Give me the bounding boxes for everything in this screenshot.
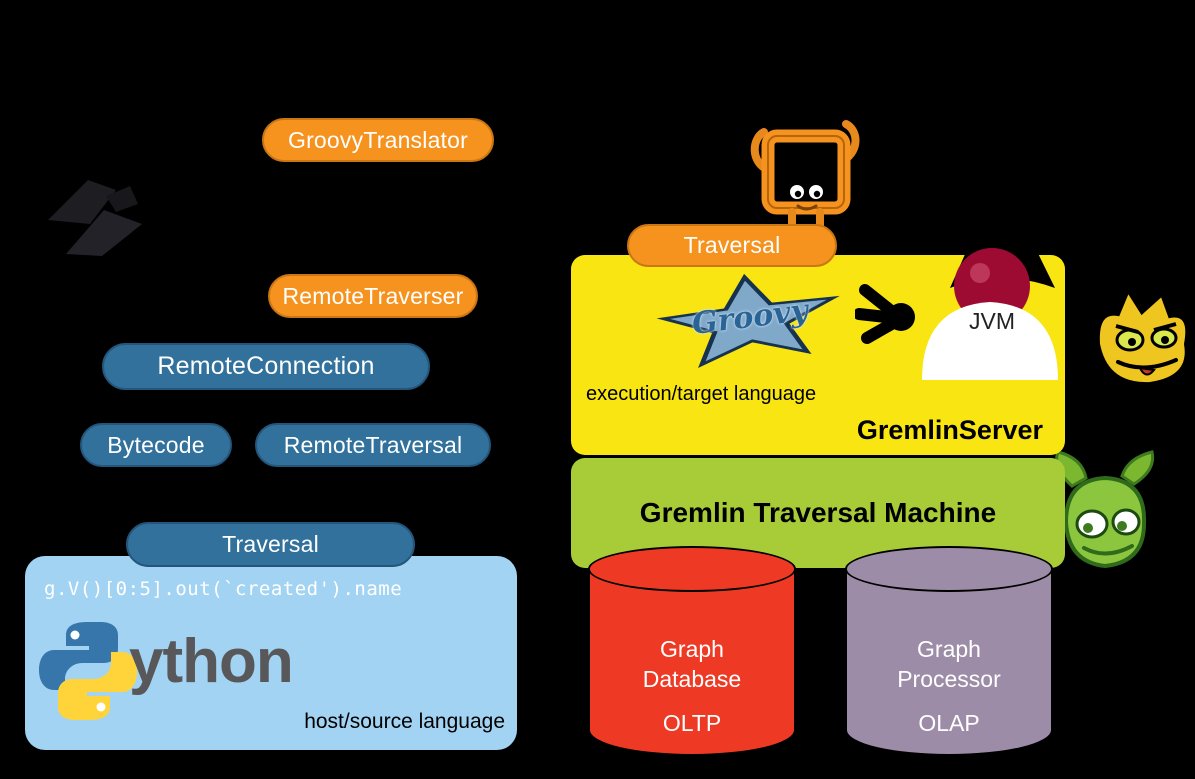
bytecode-pill: Bytecode: [80, 423, 232, 467]
gremlin-green-mascot-icon: [1055, 450, 1155, 569]
gremlin-dog-mascot-icon: [1095, 285, 1190, 387]
graph-processor-cylinder-cap: [845, 546, 1053, 592]
groovy-translator-label: GroovyTranslator: [287, 126, 468, 153]
graph-processor-label: Graph Processor: [897, 636, 1001, 692]
traversal-pill-left: Traversal: [126, 522, 415, 567]
python-wordmark: ython: [129, 627, 294, 696]
groovy-logo: [656, 273, 840, 368]
gremlin-code: g.V()[0:5].out(`created').name: [44, 578, 403, 600]
host-language-caption: host/source language: [304, 710, 505, 733]
gremlin-traversal-machine-label: Gremlin Traversal Machine: [639, 497, 997, 528]
python-logo: [39, 622, 137, 720]
groovy-translator-pill: GroovyTranslator: [262, 118, 494, 162]
execution-language-caption: execution/target language: [586, 383, 817, 405]
python-host-box: g.V()[0:5].out(`created').name ython hos…: [25, 556, 517, 750]
java-duke-icon: [855, 176, 1058, 380]
tinkerpop-logo: [48, 180, 142, 256]
traversal-pill-right: Traversal: [627, 224, 837, 267]
graph-processor-cylinder: Graph Processor OLAP: [845, 546, 1053, 756]
traversal-left-label: Traversal: [222, 531, 319, 557]
remote-connection-label: RemoteConnection: [157, 352, 375, 380]
olap-label: OLAP: [918, 710, 980, 736]
graph-database-cylinder: Graph Database OLTP: [588, 546, 796, 756]
traversal-right-label: Traversal: [683, 232, 781, 258]
jvm-label: JVM: [969, 308, 1015, 334]
gremlin-server-label: GremlinServer: [856, 415, 1043, 445]
remote-traverser-pill: RemoteTraverser: [268, 274, 478, 318]
graph-database-label: Graph Database: [642, 636, 742, 692]
graph-database-cylinder-body: [588, 569, 796, 756]
remote-traverser-label: RemoteTraverser: [282, 282, 464, 309]
remote-traversal-pill: RemoteTraversal: [255, 423, 491, 467]
remote-connection-pill: RemoteConnection: [102, 343, 430, 390]
remote-traversal-label: RemoteTraversal: [283, 431, 463, 458]
graph-database-cylinder-cap: [588, 546, 796, 592]
oltp-label: OLTP: [662, 710, 722, 736]
bytecode-label: Bytecode: [107, 431, 205, 458]
graph-processor-cylinder-body: [845, 569, 1053, 756]
